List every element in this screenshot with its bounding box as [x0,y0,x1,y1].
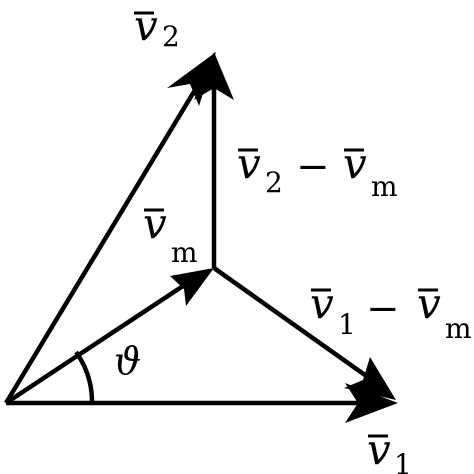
svg-text:m: m [171,236,198,269]
svg-text:1: 1 [338,308,356,341]
angle-arc [74,350,95,404]
svg-text:2: 2 [162,20,180,53]
vector-v2-minus-vm [194,52,234,268]
svg-text:1: 1 [394,448,412,474]
svg-text:m: m [445,312,472,345]
svg-text:v: v [367,425,391,474]
svg-text:−: − [366,286,400,332]
svg-text:−: − [296,144,330,190]
svg-text:v: v [310,279,334,328]
label-v1-minus-vm: v 1 − v m [310,279,472,345]
svg-text:v: v [237,139,261,188]
svg-text:v: v [343,139,367,188]
svg-text:v: v [143,199,167,248]
svg-text:v: v [417,279,441,328]
vector-v1 [6,383,398,423]
svg-text:2: 2 [265,166,283,199]
svg-text:v: v [134,1,158,50]
label-vm: v m [143,199,198,269]
label-v2-minus-vm: v 2 − v m [237,139,398,203]
vector-v1-minus-vm [212,266,396,400]
label-angle: ϑ [114,339,141,383]
label-v1: v 1 [367,425,412,474]
vector-vm [4,268,214,405]
label-v2: v 2 [134,1,180,53]
vector-v2 [4,52,216,405]
svg-text:m: m [371,170,398,203]
